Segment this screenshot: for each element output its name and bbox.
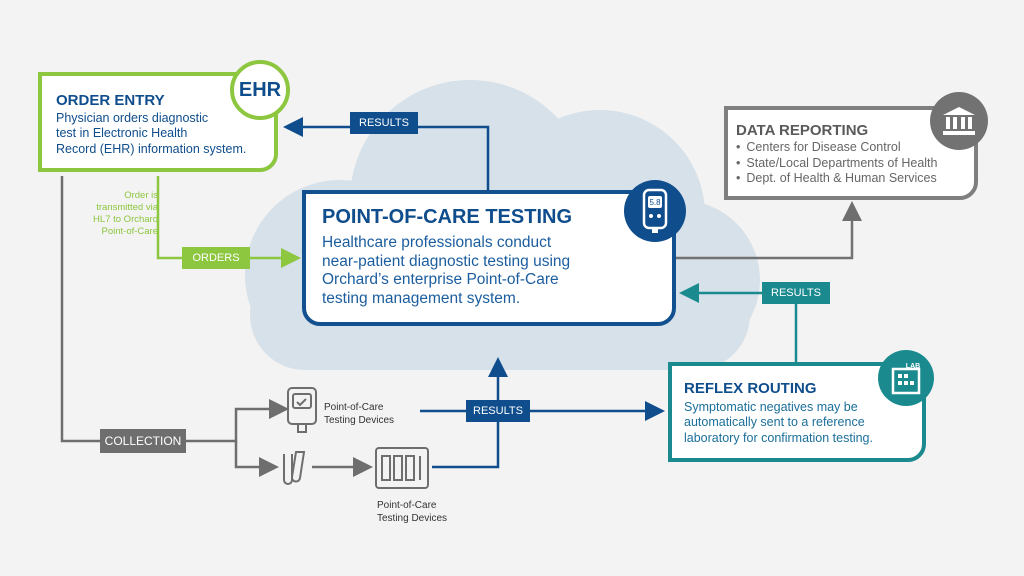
collection-line xyxy=(60,176,100,443)
list-item: Dept. of Health & Human Services xyxy=(736,171,937,187)
data-reporting-title: DATA REPORTING xyxy=(736,122,869,139)
handheld-analyzer-icon xyxy=(287,387,317,433)
results-tag-right: RESULTS xyxy=(762,282,830,304)
transmit-note: Order is transmitted via HL7 to Orchard … xyxy=(93,190,158,237)
collection-branch-bottom xyxy=(234,441,279,477)
reflex-body: Symptomatic negatives may be automatical… xyxy=(684,400,873,445)
test-tubes-icon xyxy=(283,451,306,485)
meter-reading: 5.8 xyxy=(649,198,661,207)
analyzer-machine-icon xyxy=(375,447,429,489)
point-of-care-card: POINT-OF-CARE TESTING Healthcare profess… xyxy=(302,190,676,326)
reflex-routing-card: REFLEX ROUTING Symptomatic negatives may… xyxy=(668,362,926,462)
ehr-badge: EHR xyxy=(230,60,290,120)
data-reporting-list: Centers for Disease Control State/Local … xyxy=(736,140,937,187)
results-tag-top: RESULTS xyxy=(350,112,418,134)
collection-tag: COLLECTION xyxy=(100,429,186,453)
orders-line xyxy=(156,176,301,268)
reporting-line xyxy=(676,201,862,260)
reflex-title: REFLEX ROUTING xyxy=(684,380,817,397)
poc-title: POINT-OF-CARE TESTING xyxy=(322,206,572,228)
collection-branch-top xyxy=(186,399,289,443)
device-label-bottom: Point-of-Care Testing Devices xyxy=(377,500,448,524)
lab-building-icon: LAB xyxy=(878,350,934,406)
poc-body: Healthcare professionals conduct near-pa… xyxy=(322,234,571,307)
order-entry-card: ORDER ENTRY Physician orders diagnostic … xyxy=(38,72,278,172)
device-label-top: Point-of-Care Testing Devices xyxy=(324,402,395,426)
lab-label: LAB xyxy=(906,363,920,370)
government-building-icon xyxy=(930,92,988,150)
order-entry-body: Physician orders diagnostic test in Elec… xyxy=(56,111,247,156)
order-entry-title: ORDER ENTRY xyxy=(56,92,165,109)
list-item: State/Local Departments of Health xyxy=(736,156,937,172)
orders-tag: ORDERS xyxy=(182,247,250,269)
list-item: Centers for Disease Control xyxy=(736,140,937,156)
glucose-meter-icon: 5.8 xyxy=(624,180,686,242)
analyzer-results-line xyxy=(432,357,508,469)
results-tag-middle: RESULTS xyxy=(466,400,530,422)
